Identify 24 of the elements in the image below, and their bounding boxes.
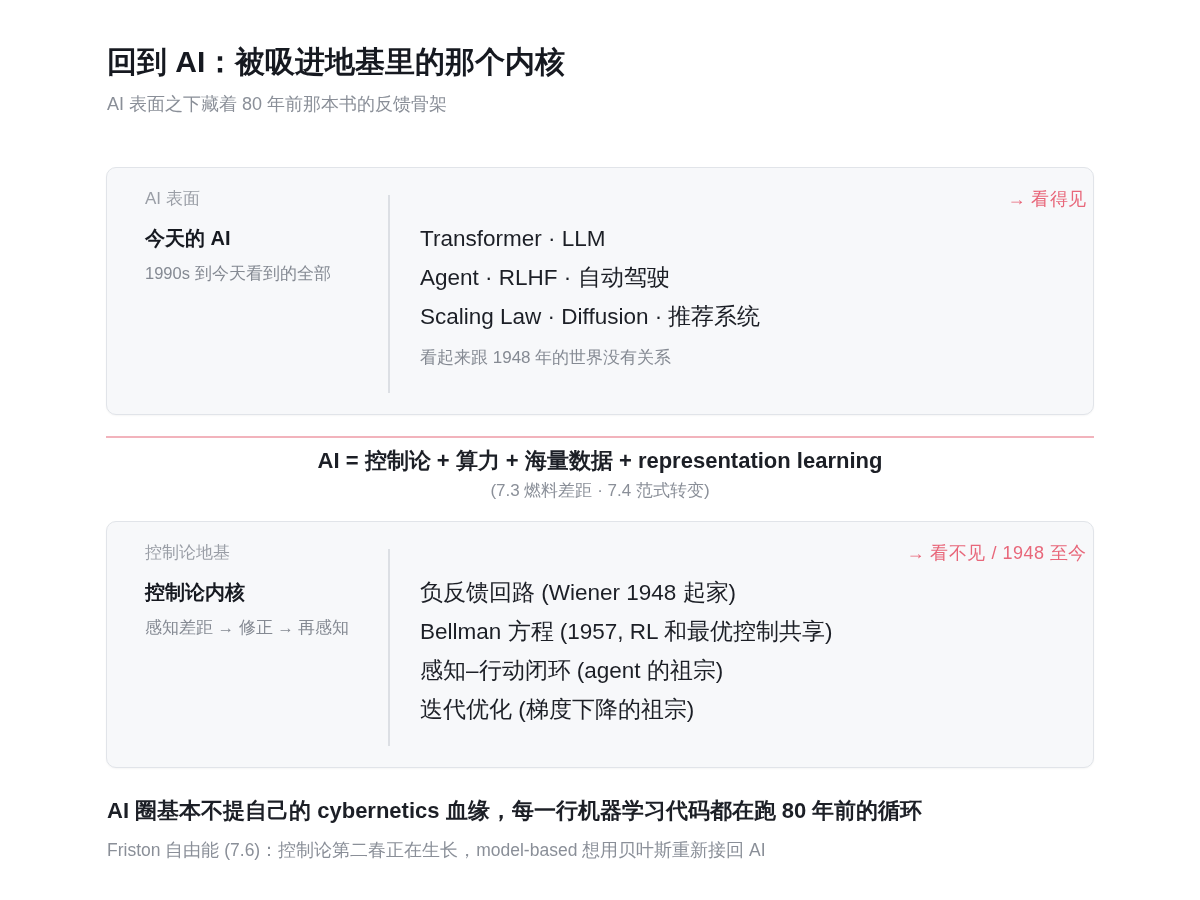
list-line: Bellman 方程 (1957, RL 和最优控制共享)	[420, 618, 833, 646]
list-line: Transformer · LLM	[420, 225, 606, 253]
card	[106, 167, 1094, 415]
list-line: Agent · RLHF · 自动驾驶	[420, 264, 670, 292]
list-line: 负反馈回路 (Wiener 1948 起家)	[420, 579, 737, 607]
section-label: 控制论地基	[145, 542, 230, 564]
subtitle: AI 表面之下藏着 80 年前那本书的反馈骨架	[107, 94, 448, 114]
card-heading: 今天的 AI	[145, 226, 231, 251]
note-text: 看起来跟 1948 年的世界没有关系	[420, 347, 672, 369]
tag-label: → 看不见 / 1948 至今	[906, 542, 1087, 565]
card-subtext: 1990s 到今天看到的全部	[145, 263, 331, 284]
note-text: (7.3 燃料差距 · 7.4 范式转变)	[490, 481, 710, 500]
summary-text: AI 圈基本不提自己的 cybernetics 血缘，每一行机器学习代码都在跑 80 年前的循环	[107, 798, 923, 823]
section-label: AI 表面	[145, 188, 200, 210]
list-line: Scaling Law · Diffusion · 推荐系统	[420, 303, 761, 331]
card	[106, 521, 1094, 768]
formula-text: AI = 控制论 + 算力 + 海量数据 + representation learning	[317, 448, 883, 473]
card-heading: 控制论内核	[145, 580, 245, 605]
footnote-text: Friston 自由能 (7.6)：控制论第二春正在生长，model-based 想用贝叶斯重新接回 AI	[107, 840, 766, 860]
tag-label: → 看得见	[1007, 188, 1087, 211]
card-subtext: 感知差距 → 修正 → 再感知	[145, 617, 350, 638]
list-line: 迭代优化 (梯度下降的祖宗)	[420, 696, 695, 724]
list-line: 感知–行动闭环 (agent 的祖宗)	[420, 657, 724, 685]
title: 回到 AI：被吸进地基里的那个内核	[107, 44, 566, 80]
